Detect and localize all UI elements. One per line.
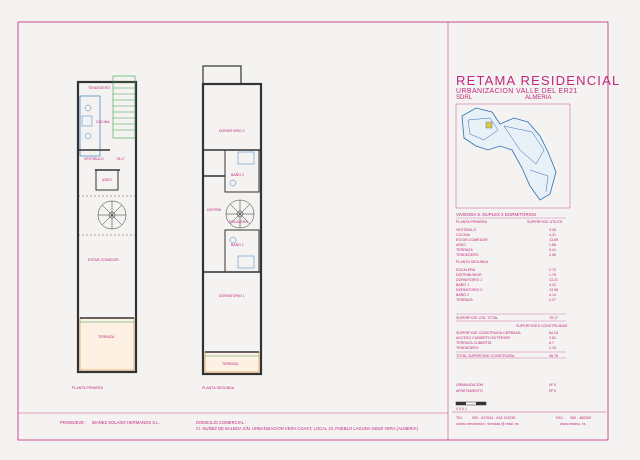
promoter-name: IBAÑEZ SOLANO HERMANOS S.L. <box>92 420 160 425</box>
surface-row-value: 3.26 <box>549 228 556 232</box>
label-estar-comedor: ESTAR-COMEDOR <box>88 258 119 262</box>
surface-row-value: 4.14 <box>549 293 556 297</box>
surface-row-value: 13.98 <box>549 288 558 292</box>
surface-row-value: 13.89 <box>549 238 558 242</box>
surface-row-name: TENDEDERO <box>456 253 479 257</box>
label-bano-2: BAÑO 2 <box>231 173 244 177</box>
unit-marker <box>485 121 493 129</box>
fax-label: FAX : <box>556 416 565 420</box>
plan-floor-1 <box>76 75 138 374</box>
kitchen-counter <box>79 95 101 157</box>
surface-row-value: 2.27 <box>549 298 556 302</box>
surface-row-value: 2.06 <box>549 253 556 257</box>
surface-row-name: ESTAR-COMEDOR <box>456 238 488 242</box>
tel-label: TEL : <box>456 416 465 420</box>
project-city: ALMERIA <box>525 95 552 101</box>
surface-row-value: 13.21 <box>549 278 558 282</box>
unit-heading: VIVIENDA 5. DUPLEX 2 DORMITORIOS <box>456 212 537 217</box>
spiral-stair-2 <box>225 199 255 229</box>
useful-total-label: SUPERFICIE UTIL TOTAL <box>456 316 499 320</box>
surface-row-name: ESCALERA <box>456 268 476 272</box>
tel-value: 950 - 617044 - 618 193230 <box>472 416 516 420</box>
surface-row-name: BAÑO 1 <box>456 283 470 287</box>
surface-row-name: VESTIBULO <box>456 228 477 232</box>
label-distribuidor: DISTRIB. <box>207 208 222 212</box>
plan1-outline <box>76 80 138 374</box>
surface-row-name: TENDEDERO <box>456 346 479 350</box>
surface-row-name: SUPERFICIE CONSTRUIDA CERRADA <box>456 331 521 335</box>
surface-row-name: DORMITORIO 1 <box>456 278 483 282</box>
surface-row-name: ASEO <box>456 243 466 247</box>
terrace-floor-1 <box>79 317 135 371</box>
surface-row-value: 1.76 <box>549 273 556 277</box>
web-text: www.retamu. es <box>560 422 586 426</box>
scale-bar <box>455 401 487 406</box>
label-terraza-1: TERRAZA <box>98 335 115 339</box>
surface-row-name: DORMITORIO 2 <box>456 288 483 292</box>
surface-row-value: 6.7 <box>549 341 554 345</box>
surface-row-name: ACCESO CUBIERTO EXTERIOR <box>456 336 510 340</box>
legend-row2-label: APARTAMENTO <box>456 389 483 393</box>
project-tag: SDRL <box>456 95 473 101</box>
label-vestibulo: VESTIBULO <box>84 157 104 161</box>
label-area-plan1: 78.17 <box>116 157 125 161</box>
bathroom-2-walls <box>224 149 260 193</box>
legend-row1-label: URBANIZACION <box>456 383 484 387</box>
label-cocina: COCINA <box>96 120 110 124</box>
label-aseo: ASEO <box>102 178 112 182</box>
address-text: C/. NUÑEZ DE BALBOA S/N. URBANIZACION VE… <box>196 426 418 431</box>
project-title: RETAMA RESIDENCIAL <box>456 73 621 88</box>
legend-row2-value: Nº 5 <box>549 389 556 393</box>
floor1-heading: PLANTA PRIMERA <box>456 220 487 224</box>
built-total-label: TOTAL SUPERFICIE CONSTRUIDA <box>456 354 515 358</box>
surface-row-value: 84.24 <box>549 331 558 335</box>
built-total-value: 98.76 <box>549 354 558 358</box>
stair-exterior-green <box>112 75 136 139</box>
surface-row-value: 4.31 <box>549 233 556 237</box>
surface-row-value: 1.86 <box>549 243 556 247</box>
label-terraza-2: TERRAZA <box>222 362 239 366</box>
plan-floor-2 <box>201 65 263 376</box>
surface-row-value: 2.15 <box>549 346 556 350</box>
surface-row-value: 2.81 <box>549 336 556 340</box>
frame-border <box>17 21 609 441</box>
project-subtitle: URBANIZACION VALLE DEL ER21 <box>456 88 578 95</box>
surface-row-name: TERRAZA CUBIERTA <box>456 341 492 345</box>
label-escalera: ESCALERA <box>229 220 248 224</box>
spiral-stair <box>97 200 127 230</box>
email-text: correo electronico : fomulas @ retal. es <box>456 422 519 426</box>
address-label: DOMICILIO COMERCIAL : <box>196 420 247 425</box>
site-location-map <box>455 103 571 209</box>
label-dormitorio-2: DORMITORIO 2 <box>219 129 245 133</box>
promoter-label: PROMUEVE : <box>60 420 87 425</box>
floor2-heading: PLANTA SEGUNDA <box>456 260 489 264</box>
legend-row1-value: Nº 5 <box>549 383 556 387</box>
scale-label: 0 0.5 1 <box>456 407 467 411</box>
surface-row-name: BAÑO 2 <box>456 293 470 297</box>
surface-row-name: COCINA <box>456 233 470 237</box>
caption-planta-primera: PLANTA PRIMERA <box>72 386 103 390</box>
surface-row-name: TERRAZA <box>456 298 473 302</box>
surface-row-value: 4.22 <box>549 283 556 287</box>
caption-planta-segunda: PLANTA SEGUNDA <box>202 386 235 390</box>
useful-total-value: 78.17 <box>549 316 558 320</box>
surface-row-value: 6.41 <box>549 248 556 252</box>
surface-row-value: 2.72 <box>549 268 556 272</box>
surface-row-name: TERRAZA <box>456 248 473 252</box>
plan2-outline <box>201 82 263 376</box>
useful-surface-heading: SUPERFICIE UTILES <box>527 220 563 224</box>
label-tendedero: TENDEDERO <box>88 86 110 90</box>
fax-value: 950 - 480309 <box>570 416 592 420</box>
surface-row-name: DISTRIBUIDOR <box>456 273 482 277</box>
label-dormitorio-1: DORMITORIO 1 <box>219 294 245 298</box>
label-bano-1: BAÑO 1 <box>231 243 244 247</box>
built-surface-heading: SUPERFICIES CONSTRUIDAS <box>516 324 568 328</box>
